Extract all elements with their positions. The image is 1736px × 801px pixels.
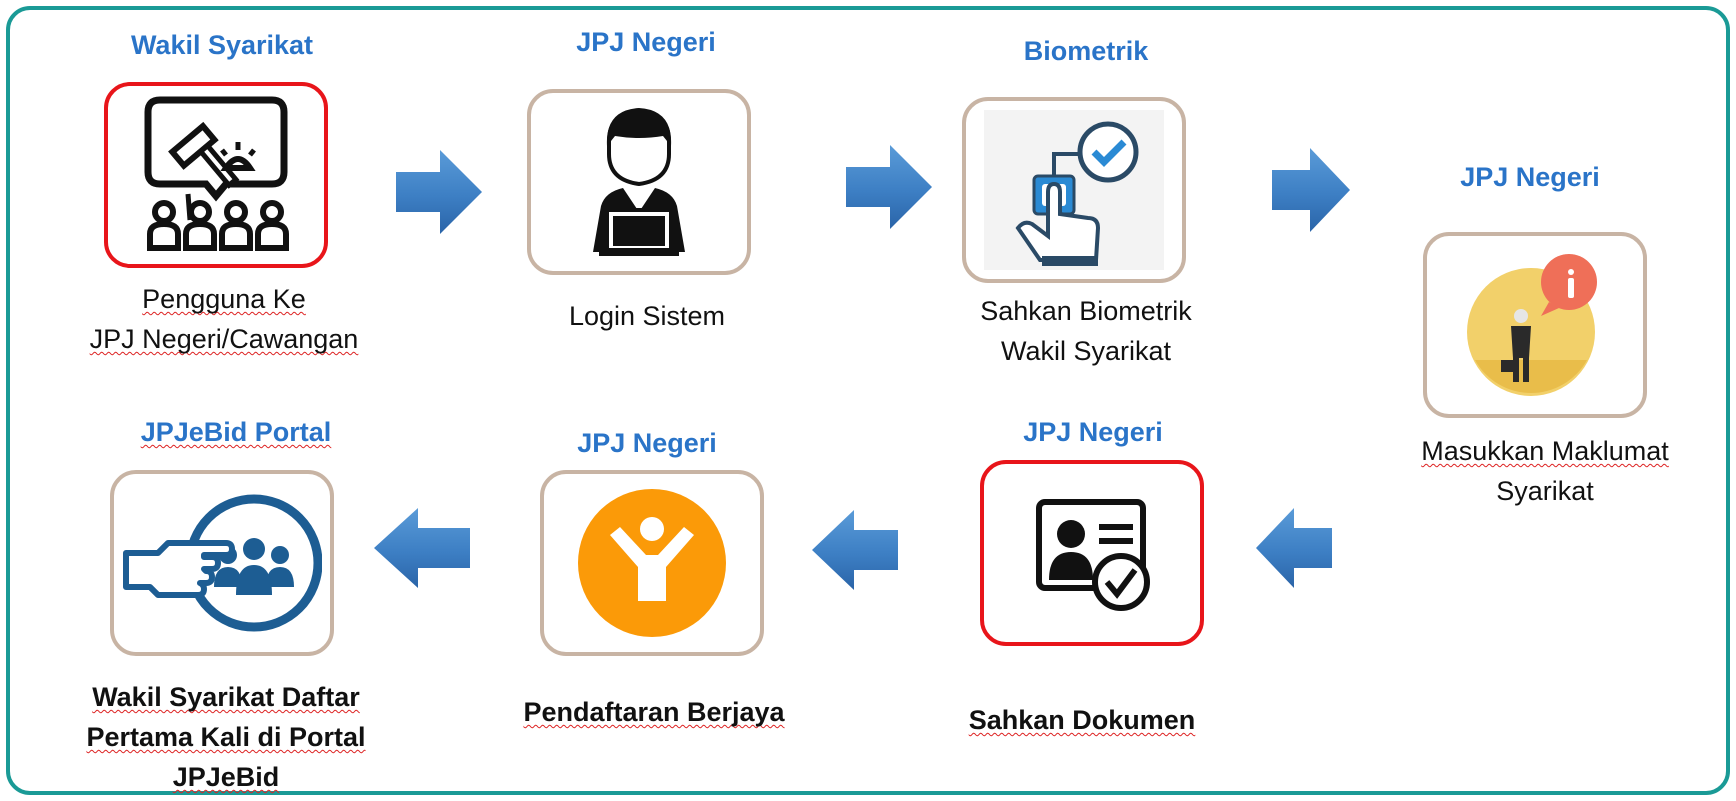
arrow-left-icon <box>374 508 470 588</box>
step-5-caption-line-1: Sahkan Dokumen <box>968 705 1196 735</box>
diagram-frame <box>6 6 1730 795</box>
step-7-caption-line-2: Pertama Kali di Portal <box>86 722 366 752</box>
step-1-caption: Pengguna Ke JPJ Negeri/Cawangan <box>14 279 434 359</box>
step-3-caption-line-1: Sahkan Biometrik <box>980 296 1192 326</box>
step-4-box <box>1423 232 1647 418</box>
step-5-role: JPJ Negeri <box>1023 417 1163 447</box>
step-5-caption: Sahkan Dokumen <box>872 700 1292 740</box>
arrow-right-icon <box>1272 148 1350 232</box>
step-7-caption: Wakil Syarikat Daftar Pertama Kali di Po… <box>16 677 436 797</box>
step-7-role: JPJeBid Portal <box>140 417 332 447</box>
step-7-caption-line-1: Wakil Syarikat Daftar <box>92 682 360 712</box>
step-1-box <box>104 82 328 268</box>
step-4-caption: Masukkan Maklumat Syarikat <box>1335 431 1736 511</box>
arrow-right-icon <box>396 150 482 234</box>
step-6-caption: Pendaftaran Berjaya <box>444 692 864 732</box>
user-laptop-icon <box>593 108 685 256</box>
step-5-box <box>980 460 1204 646</box>
step-3-role: Biometrik <box>1023 36 1149 66</box>
step-6-caption-line-1: Pendaftaran Berjaya <box>523 697 785 727</box>
arrow-right-icon <box>846 145 932 229</box>
step-7-caption-line-3: JPJeBid <box>172 762 280 792</box>
step-2-role: JPJ Negeri <box>576 27 716 57</box>
step-1-caption-line-2: JPJ Negeri/Cawangan <box>89 324 359 354</box>
step-6-box <box>540 470 764 656</box>
auction-crowd-icon <box>144 96 289 251</box>
businessman-info-icon <box>1467 254 1597 396</box>
hand-point-group-icon <box>123 494 322 632</box>
step-1-caption-line-1: Pengguna Ke <box>142 284 306 314</box>
id-card-check-icon <box>1036 499 1150 611</box>
step-4-role: JPJ Negeri <box>1460 162 1600 192</box>
step-6-role: JPJ Negeri <box>577 428 717 458</box>
step-3-caption-line-2: Wakil Syarikat <box>1000 336 1172 366</box>
step-2-caption: Login Sistem <box>437 296 857 336</box>
step-1-role: Wakil Syarikat <box>130 30 314 60</box>
fingerprint-touch-icon <box>984 110 1164 270</box>
step-3-caption: Sahkan Biometrik Wakil Syarikat <box>876 291 1296 371</box>
step-2-caption-line-1: Login Sistem <box>568 301 726 331</box>
arrow-left-icon <box>812 510 898 590</box>
arrow-left-icon <box>1256 508 1332 588</box>
success-person-icon <box>578 489 726 637</box>
step-7-box <box>110 470 334 656</box>
step-3-box <box>962 97 1186 283</box>
step-2-box <box>527 89 751 275</box>
step-4-caption-line-2: Syarikat <box>1496 476 1594 506</box>
step-4-caption-line-1: Masukkan Maklumat <box>1421 436 1669 466</box>
